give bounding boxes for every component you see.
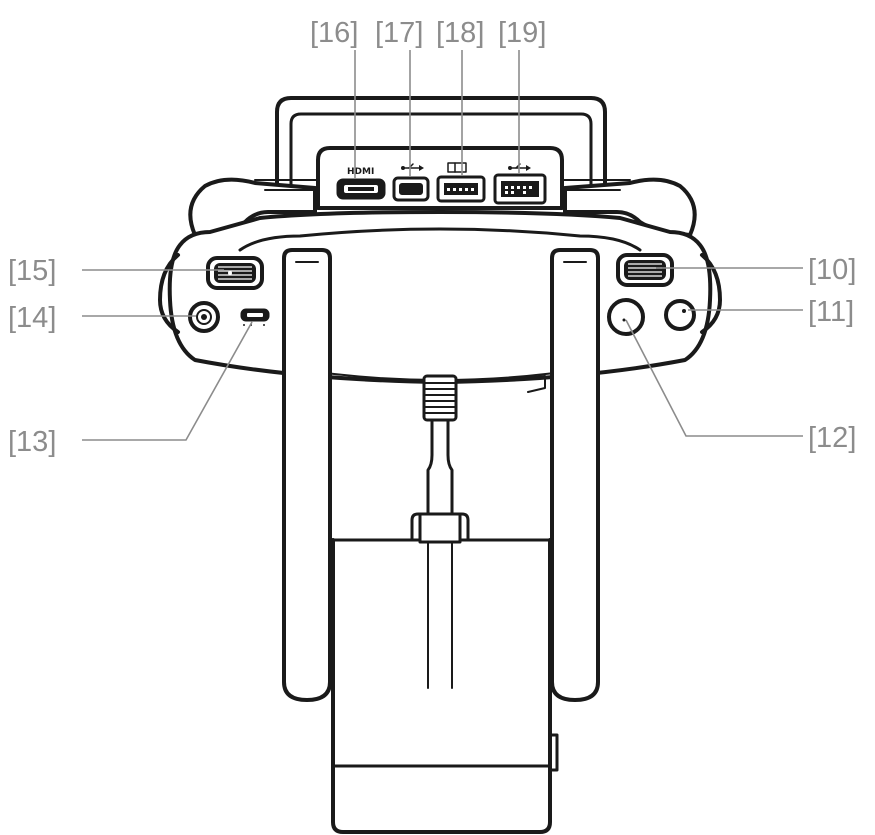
left-round-button (188, 301, 220, 333)
usb-port-right (493, 163, 547, 205)
callout-19: [19] (498, 17, 546, 49)
hdmi-port: HDMI (336, 167, 386, 200)
right-antenna (550, 248, 600, 702)
leader-12 (625, 319, 803, 437)
usb-icon (508, 163, 531, 171)
leader-13 (82, 321, 253, 441)
leader-lines (82, 50, 803, 441)
sd-card-slot (436, 162, 486, 203)
callout-10: [10] (808, 254, 856, 286)
callout-12: [12] (808, 422, 856, 454)
callout-labels: [16] [17] [18] [19] [15] [14] [13] [10] … (8, 17, 856, 458)
sd-card-icon (447, 162, 467, 173)
left-antenna (282, 248, 332, 702)
hdmi-port-label: HDMI (347, 167, 374, 177)
center-mount (410, 374, 470, 689)
right-small-button (664, 299, 696, 331)
device-holder (331, 538, 559, 834)
callout-17: [17] (375, 17, 423, 49)
callout-11: [11] (808, 296, 854, 328)
callout-14: [14] (8, 302, 56, 334)
usb-port-left (392, 163, 430, 202)
right-large-button (607, 298, 645, 336)
callout-15: [15] (8, 255, 56, 287)
micro-usb-port (240, 308, 270, 326)
callout-13: [13] (8, 426, 56, 458)
callout-16: [16] (310, 17, 358, 49)
carry-handle (275, 96, 607, 207)
right-dial (616, 253, 674, 287)
callout-18: [18] (436, 17, 484, 49)
left-dial (206, 256, 264, 290)
usb-icon (401, 163, 424, 171)
